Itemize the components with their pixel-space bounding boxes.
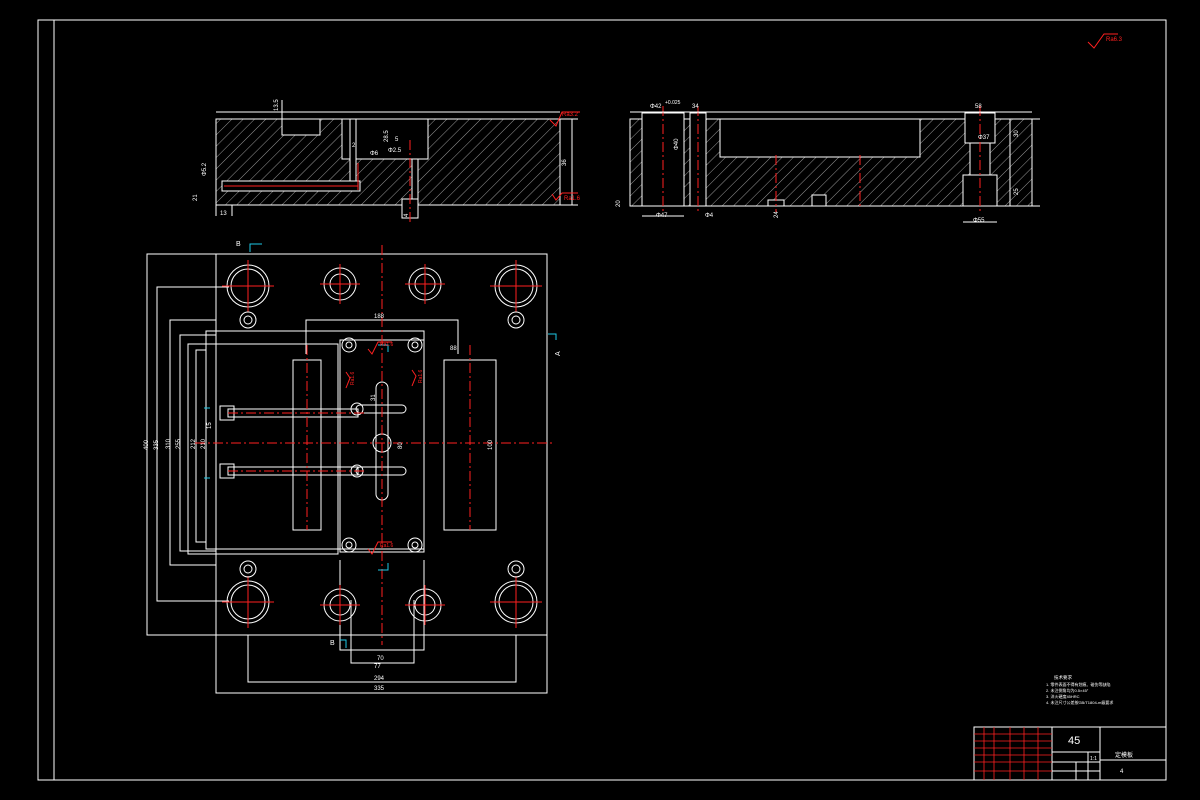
section-mark-top-label: B — [236, 241, 241, 248]
section-marker-top — [249, 243, 262, 252]
plan-view: B A B 188 400 335 310 255 212 210 80 70 … — [144, 241, 562, 694]
small-holes — [239, 311, 525, 578]
title-part-name: 定模板 — [1115, 751, 1133, 759]
section-a-pocket — [281, 118, 321, 136]
dim-20: 20 — [616, 200, 622, 207]
dim-phi37: Φ37 — [978, 135, 990, 141]
dim-36: 36 — [562, 159, 568, 166]
title-material: 45 — [1068, 735, 1080, 747]
guide-hole-tl — [222, 260, 274, 312]
section-mark-right-label: A — [555, 351, 562, 356]
dim-210: 210 — [201, 438, 207, 449]
dim-phi40: Φ40 — [674, 138, 680, 150]
dim-4: 4 — [404, 213, 410, 217]
dim-30: 30 — [1014, 130, 1020, 137]
dim-21: 21 — [193, 194, 199, 201]
dim-phi42: Φ42 — [650, 104, 662, 110]
dim-58: 58 — [975, 104, 982, 110]
roughness-note-label: Ra6.3 — [1106, 37, 1123, 43]
dim-400: 400 — [144, 439, 150, 450]
dim-phi4: Φ4 — [705, 213, 714, 219]
dim-15: 15 — [207, 422, 213, 429]
title-scale: 1:1 — [1090, 756, 1097, 762]
note-line-1: 1. 零件表面不得有划痕、碰伤等缺陷 — [1046, 681, 1110, 687]
title-block: 45 定模板 1:1 4 — [973, 726, 1167, 781]
plan-ra-4: Ra1.6 — [380, 543, 394, 549]
section-marker-right — [548, 333, 557, 340]
dim-212: 212 — [191, 438, 197, 449]
insert-outline — [187, 343, 339, 555]
dim-294: 294 — [374, 676, 385, 682]
dim-31: 31 — [371, 394, 377, 401]
section-b-cavity — [719, 118, 921, 158]
note-line-2: 2. 未注倒角均为0.5×45° — [1046, 687, 1089, 693]
dim-335: 335 — [154, 439, 160, 450]
dim-24: 24 — [774, 211, 780, 218]
dim-28-5: 28.5 — [384, 130, 390, 142]
section-a-roughness-side: Ra1.6 — [564, 196, 581, 202]
title-sheet: 4 — [1120, 769, 1124, 775]
section-b-view: Φ42 +0.025 34 Φ40 20 Φ47 Φ4 24 58 30 Φ37… — [616, 100, 1040, 224]
section-a-roughness-top: Ra3.2 — [562, 112, 579, 118]
dim-34: 34 — [692, 104, 699, 110]
notes-heading: 技术要求 — [1054, 674, 1072, 681]
section-marker-bottom — [340, 639, 347, 648]
dim-310: 310 — [166, 438, 172, 449]
plan-ra-3: Ra1.6 — [418, 369, 424, 383]
dim-335b: 335 — [374, 686, 385, 692]
dim-phi47: Φ47 — [656, 213, 668, 219]
note-line-4: 4. 未注尺寸公差按GB/T1804-m级要求 — [1046, 699, 1113, 705]
guide-hole-bl — [222, 576, 274, 628]
roughness-note: Ra6.3 — [1087, 33, 1123, 49]
drawing-frame — [53, 19, 1167, 781]
guide-hole-tr — [490, 260, 542, 312]
dim-phi42-tol: +0.025 — [665, 100, 681, 106]
note-line-3: 3. 淬火硬度45HRC — [1046, 693, 1080, 699]
section-a-view: 13.5 28.5 2 5 Φ6 Φ2.5 Φ5.2 21 13 36 4 Ra… — [193, 99, 581, 222]
dim-phi5-2: Φ5.2 — [202, 162, 208, 176]
dim-25: 25 — [1014, 188, 1020, 195]
dim-phi2-5: Φ2.5 — [388, 148, 402, 154]
dim-13-5: 13.5 — [274, 99, 280, 111]
dim-188: 188 — [374, 314, 385, 320]
dim-13: 13 — [220, 211, 227, 217]
screw-holes-bottom — [320, 585, 445, 625]
dim-255: 255 — [176, 438, 182, 449]
technical-notes: 技术要求 1. 零件表面不得有划痕、碰伤等缺陷 2. 未注倒角均为0.5×45°… — [1046, 674, 1113, 705]
dim-80: 80 — [398, 442, 404, 449]
screw-holes-top — [320, 264, 445, 304]
dim-100: 100 — [488, 439, 494, 450]
plan-ra-1: Ra1.6 — [380, 342, 394, 348]
dim-88: 88 — [450, 346, 457, 352]
plan-ra-2: Ra1.6 — [350, 371, 356, 385]
cavity-outline — [205, 330, 425, 550]
dim-phi55: Φ55 — [973, 218, 985, 224]
guide-hole-br — [490, 576, 542, 628]
dim-phi6: Φ6 — [370, 151, 379, 157]
dim-2: 2 — [352, 143, 356, 149]
section-mark-bottom-label: B — [330, 640, 335, 647]
dim-70: 70 — [377, 656, 384, 662]
dim-77: 77 — [374, 664, 381, 670]
dim-5: 5 — [395, 137, 399, 143]
